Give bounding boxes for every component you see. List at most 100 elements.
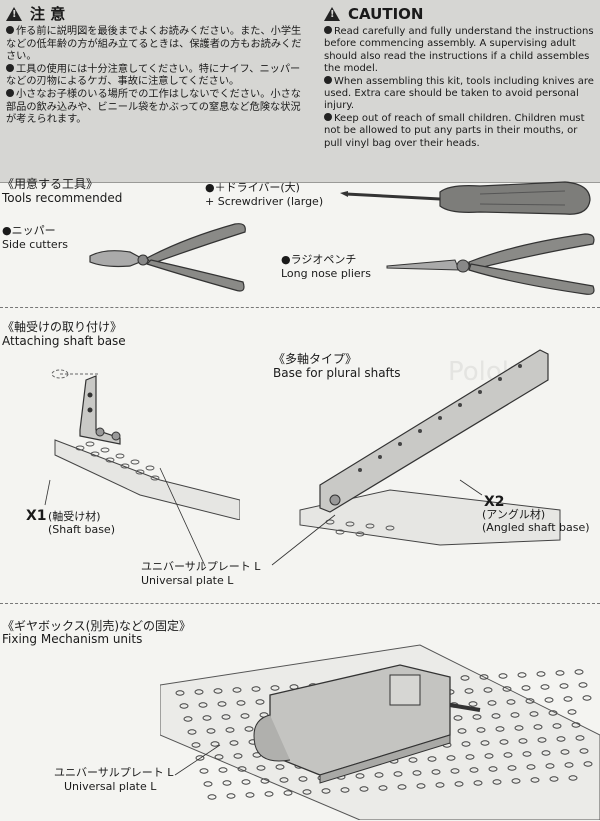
plate-hole [548, 710, 558, 716]
plate-hole [468, 701, 478, 707]
plate-hole [321, 788, 331, 794]
plate-hole [583, 761, 593, 767]
plate-hole [408, 757, 418, 763]
section-divider [0, 307, 600, 308]
plate-hole [183, 716, 193, 722]
caution-en-header: CAUTION [324, 4, 596, 24]
plate-hole [502, 686, 512, 692]
screwdriver-label-en: + Screwdriver (large) [205, 195, 324, 208]
plate-label-en: Universal plate L [141, 574, 234, 587]
plate-hole [236, 700, 246, 706]
plate-hole [207, 794, 217, 800]
plate-hole [495, 726, 505, 732]
plate-hole [488, 766, 498, 772]
plate-hole [217, 701, 227, 707]
plate-hole [397, 784, 407, 790]
plate-hole [446, 755, 456, 761]
plate-hole [195, 755, 205, 761]
nipper-label-jp: ●ニッパー [2, 224, 56, 237]
gearbox-on-plate-illustration [160, 644, 600, 820]
plate-hole [518, 738, 528, 744]
plate-hole [194, 689, 204, 695]
plate-hole [454, 781, 464, 787]
plate-hole [578, 682, 588, 688]
plate-hole [260, 778, 270, 784]
plate-hole [537, 737, 547, 743]
plate-hole [559, 683, 569, 689]
caution-en-item: When assembling this kit, tools includin… [324, 75, 594, 112]
plate-hole [579, 748, 589, 754]
plate-hole [476, 727, 486, 733]
plate-hole [507, 765, 517, 771]
warning-triangle-icon [324, 7, 340, 21]
plate-hole [179, 703, 189, 709]
plate-hole [487, 700, 497, 706]
plate-hole [175, 690, 185, 696]
plate-hole [222, 780, 232, 786]
plate-hole [563, 696, 573, 702]
plate-hole [256, 765, 266, 771]
bullet-icon [6, 26, 14, 34]
plate-hole [461, 741, 471, 747]
plate-hole [540, 684, 550, 690]
plate-hole [533, 724, 543, 730]
plate-hole [450, 768, 460, 774]
plate-hole [484, 753, 494, 759]
warning-triangle-icon [6, 7, 22, 22]
plate-hole [251, 686, 261, 692]
pliers-label-jp: ●ラジオペンチ [281, 253, 357, 266]
plate-hole [465, 754, 475, 760]
plate-hole [214, 754, 224, 760]
plate-hole [480, 740, 490, 746]
plate-hole [472, 714, 482, 720]
plate-hole [464, 688, 474, 694]
plate-hole [483, 687, 493, 693]
x2-label-en: (Angled shaft base) [482, 521, 590, 534]
plate-hole [555, 670, 565, 676]
x1-label-en: (Shaft base) [48, 523, 115, 536]
plate-hole [340, 787, 350, 793]
plate-hole [203, 781, 213, 787]
plate-hole [232, 687, 242, 693]
plate-hole [206, 728, 216, 734]
plate-hole [198, 702, 208, 708]
plate-hole [427, 756, 437, 762]
caution-jp-item: 工具の使用には十分注意してください。特にナイフ、ニッパーなどの刃物によるケガ、事… [6, 63, 301, 88]
plate-hole [202, 715, 212, 721]
plate-hole [460, 675, 470, 681]
plate-hole [245, 792, 255, 798]
screwdriver-label-jp: ●＋ドライバー(大) [205, 181, 300, 194]
bullet-icon [324, 75, 332, 84]
plate-hole [226, 793, 236, 799]
x2-label-jp: (アングル材) [482, 508, 546, 521]
plate-hole [552, 723, 562, 729]
plate-hole [499, 739, 509, 745]
plate-hole [378, 785, 388, 791]
plate-hole [473, 780, 483, 786]
plate-hole [279, 777, 289, 783]
plural-title-en: Base for plural shafts [273, 366, 401, 380]
plate-hole [255, 699, 265, 705]
plate-hole [567, 709, 577, 715]
bullet-icon [6, 63, 14, 72]
x1-label-jp: (軸受け材) [48, 510, 101, 523]
caution-en-item: Read carefully and fully understand the … [324, 26, 594, 75]
angled-shaft-base-illustration [299, 349, 561, 546]
plate-hole [218, 767, 228, 773]
caution-en-item: Keep out of reach of small children. Chi… [324, 112, 585, 149]
bullet-icon [324, 26, 332, 34]
plate-label-jp: ユニバーサルプレート L [141, 560, 261, 573]
plate-hole [233, 753, 243, 759]
plate-hole [264, 791, 274, 797]
x2-code: X2 [484, 494, 505, 510]
caution-jp-column: 注 意 作る前に説明図を最後までよくお読みください。また、小学生などの低年齢の方… [6, 4, 306, 127]
plate-hole [359, 786, 369, 792]
caution-en-column: CAUTION Read carefully and fully underst… [324, 4, 596, 150]
plate-hole [435, 782, 445, 788]
x1-code: X1 [26, 508, 47, 524]
caution-banner: 注 意 作る前に説明図を最後までよくお読みください。また、小学生などの低年齢の方… [0, 0, 600, 183]
plate-hole [199, 768, 209, 774]
plate-hole [511, 778, 521, 784]
plate-hole [283, 790, 293, 796]
plate-hole [510, 712, 520, 718]
